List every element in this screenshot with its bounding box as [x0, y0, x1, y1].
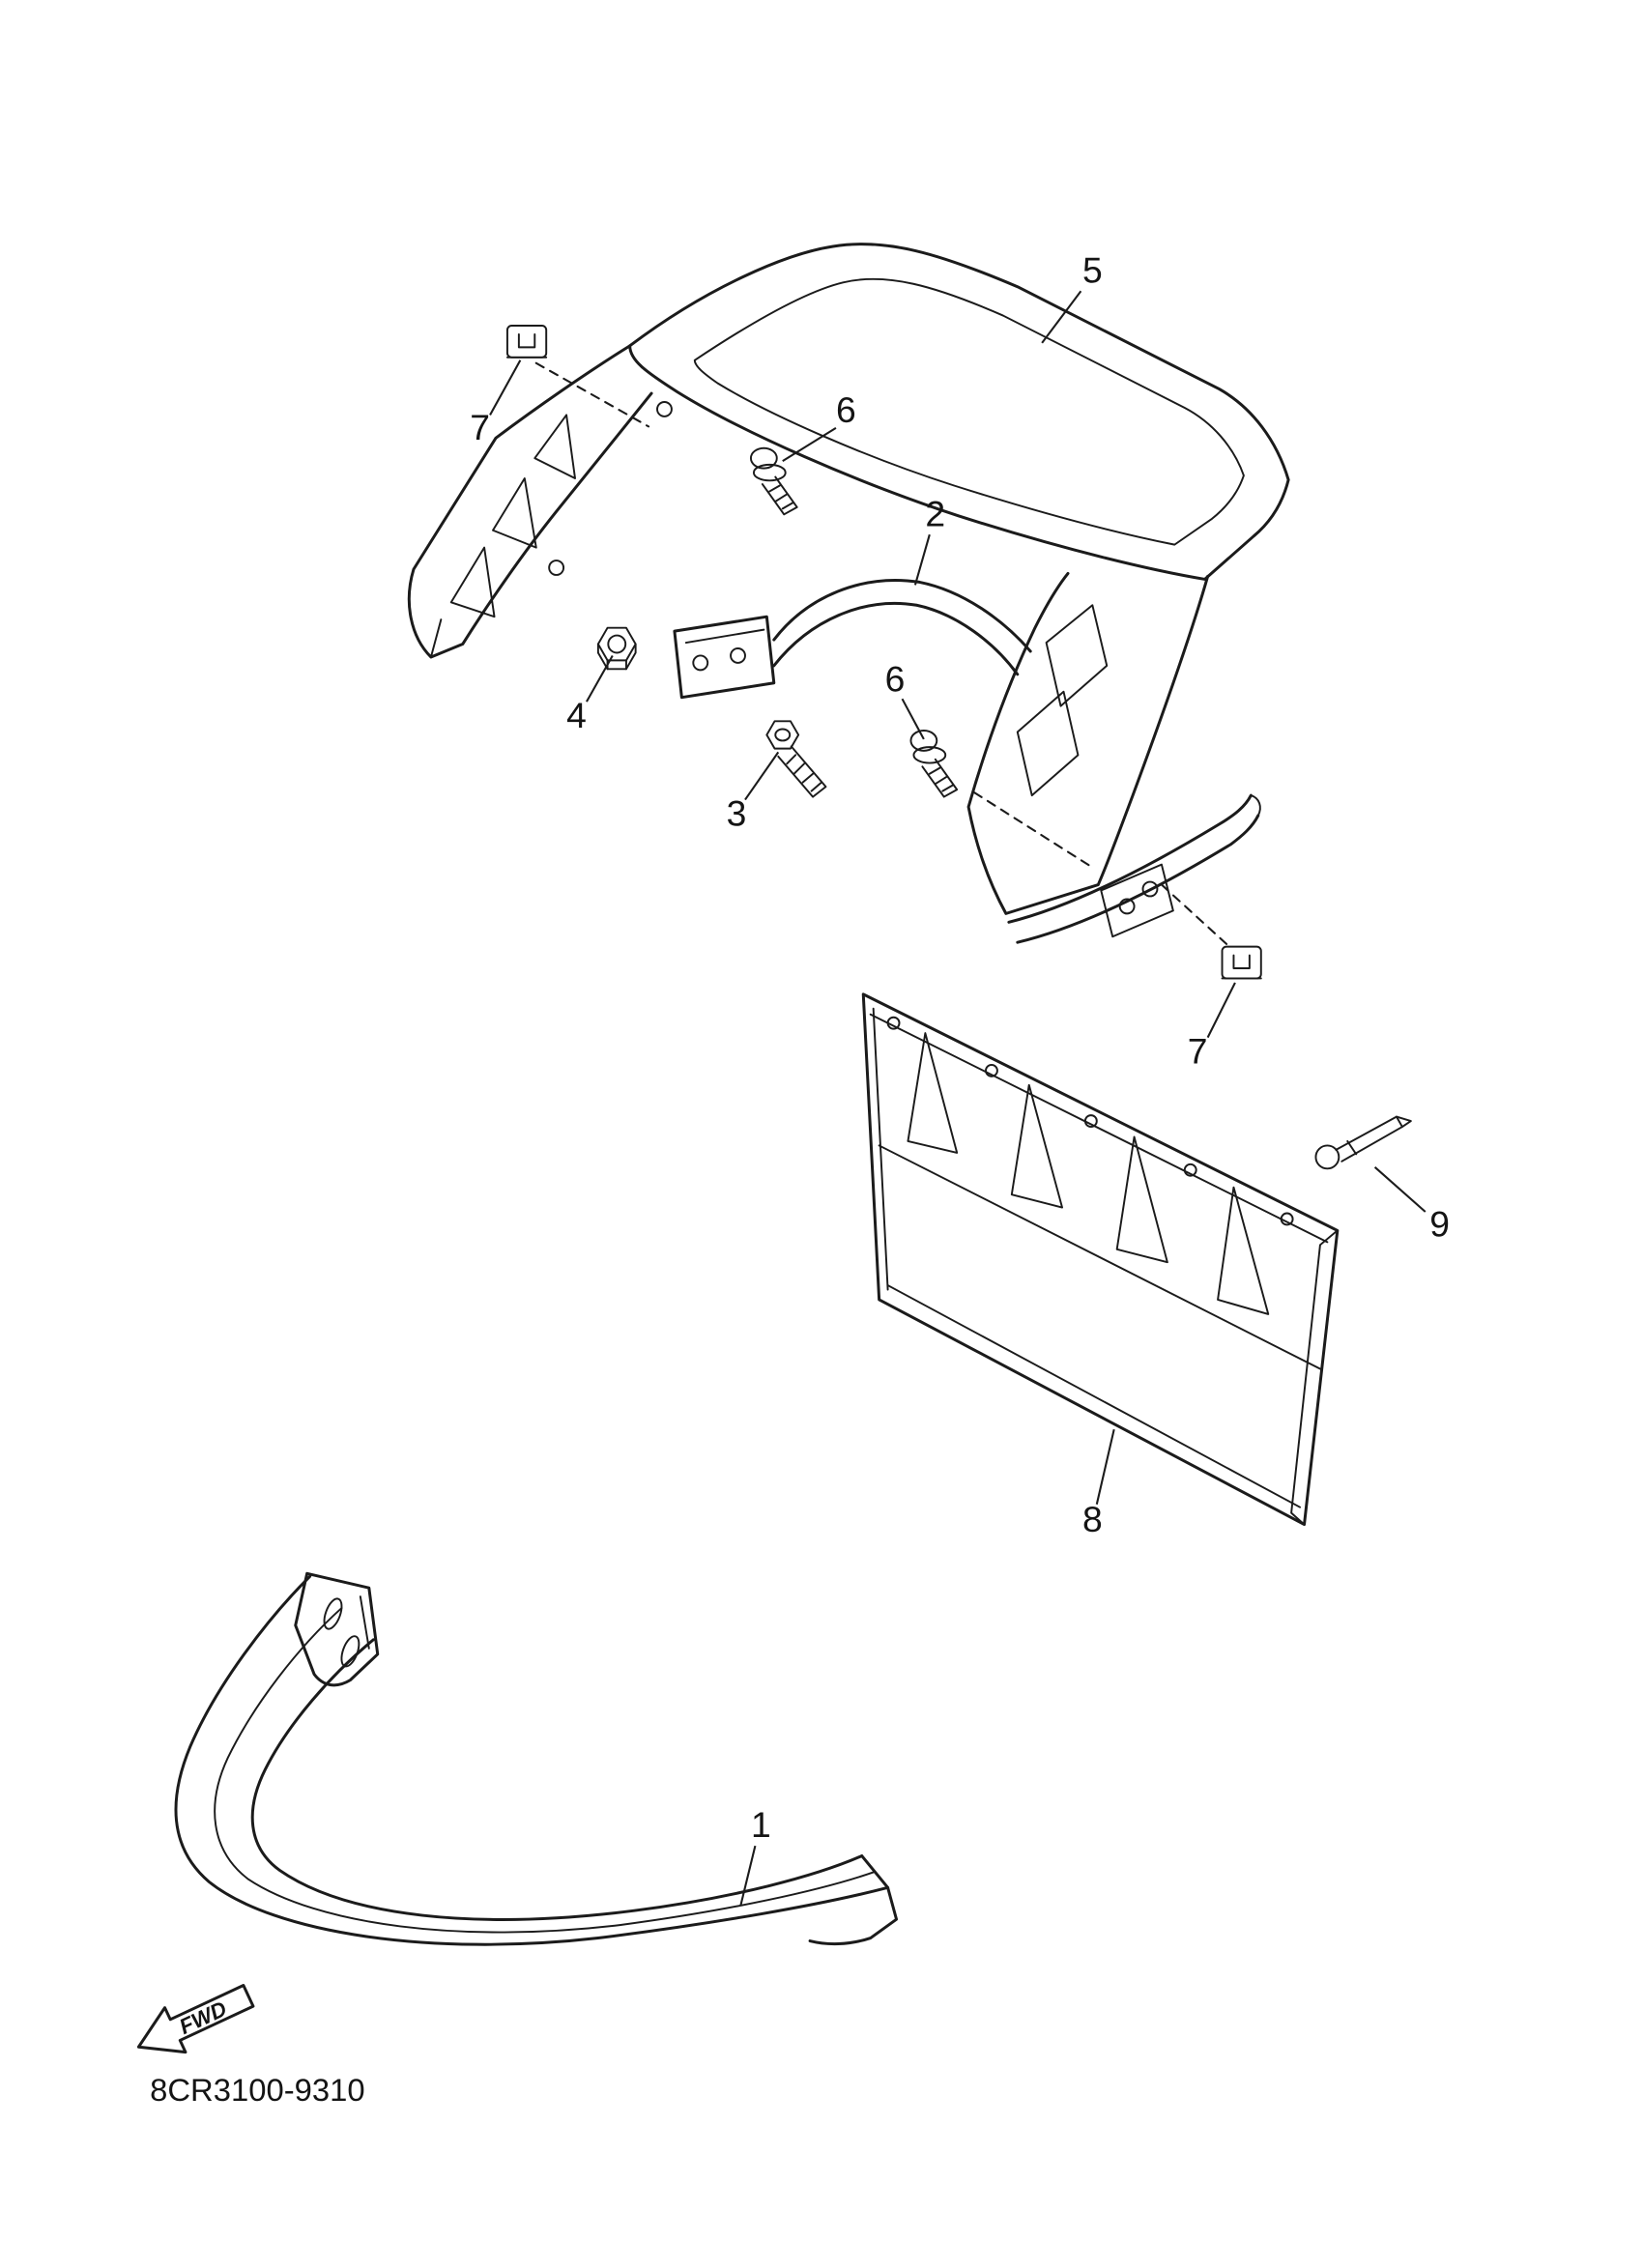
part-8-deflector-panel: [861, 992, 1340, 1527]
callout-part-6-upper: 6: [836, 389, 856, 430]
part-7-clip-upper: [505, 325, 548, 359]
callout-part-7-lower: 7: [1188, 1030, 1208, 1071]
part-3-bolt: [765, 720, 827, 798]
part-6-bolt-lower: [909, 730, 959, 798]
part-2-grab-bar: [673, 579, 1032, 700]
callout-part-1: 1: [751, 1804, 771, 1845]
leader-lines: [489, 290, 1427, 1906]
callout-part-9: 9: [1429, 1203, 1450, 1244]
callout-part-4: 4: [566, 695, 587, 735]
callout-part-3: 3: [727, 792, 747, 833]
callout-part-6-lower: 6: [885, 659, 906, 700]
fwd-arrow: FWD: [136, 1984, 255, 2054]
part-9-rivet: [1314, 1115, 1412, 1170]
diagram-code: 8CR3100-9310: [150, 2072, 364, 2108]
part-5-bumper-guard: [407, 243, 1290, 947]
callout-part-7-upper: 7: [470, 407, 490, 447]
callout-part-2: 2: [925, 493, 945, 533]
callouts: 5 7 6 2 4 3 6 7 9 8 1: [470, 249, 1450, 1845]
callout-part-5: 5: [1082, 249, 1103, 290]
part-6-bolt-upper: [749, 446, 798, 516]
part-1-front-bumper: [174, 1571, 899, 1946]
part-4-nut: [596, 626, 637, 671]
callout-part-8: 8: [1082, 1499, 1103, 1539]
part-7-clip-lower: [1221, 945, 1262, 980]
